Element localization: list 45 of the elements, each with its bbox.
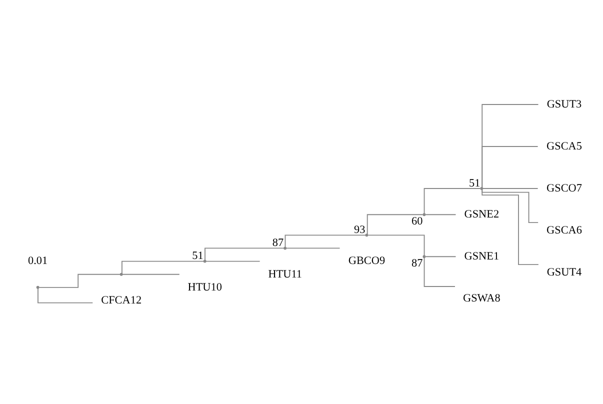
node-text: GSNE1: [464, 250, 500, 262]
node-label: 87: [272, 236, 284, 249]
connector: [206, 260, 260, 262]
connector: [482, 104, 539, 188]
connector: [122, 260, 204, 274]
connector: [368, 234, 425, 256]
connector: [425, 256, 456, 257]
connector: [286, 247, 340, 248]
node-text: CFCA12: [101, 294, 142, 306]
connector: [122, 273, 180, 274]
node-text: HTU11: [268, 268, 302, 280]
node-text: GSNE2: [464, 208, 500, 220]
node-point: [284, 246, 287, 250]
connector: [38, 287, 94, 303]
label: 0.01: [28, 254, 48, 267]
connector: [482, 188, 539, 265]
node-point: [120, 272, 123, 276]
node-label: 51: [192, 250, 204, 262]
node-text: HTU10: [188, 280, 222, 293]
node-text: GBCO9: [348, 254, 386, 267]
node-point: [365, 233, 368, 236]
node-label: 93: [354, 223, 366, 236]
node-point: [422, 212, 426, 216]
node-point: [422, 254, 426, 258]
connector: [424, 256, 456, 286]
connector: [204, 247, 284, 260]
node-text: GSUT3: [546, 98, 582, 110]
connector: [425, 214, 456, 215]
connector: [482, 146, 538, 188]
connector: [424, 188, 481, 214]
connector: [38, 273, 121, 288]
node-label: 60: [412, 215, 423, 228]
node-point: [480, 186, 484, 190]
connector: [482, 188, 539, 223]
node-text: GSCA5: [546, 140, 582, 152]
connector: [284, 234, 366, 247]
node-text: GSCO7: [546, 182, 582, 194]
node-text: GSWA8: [463, 292, 500, 304]
node-text: GSUT4: [546, 266, 582, 278]
node-label: 51: [468, 176, 480, 189]
connector: [366, 214, 424, 234]
node-text: GSCA6: [546, 224, 582, 236]
node-point: [203, 259, 206, 262]
node-label: 87: [412, 257, 423, 270]
node-point: [36, 285, 40, 288]
